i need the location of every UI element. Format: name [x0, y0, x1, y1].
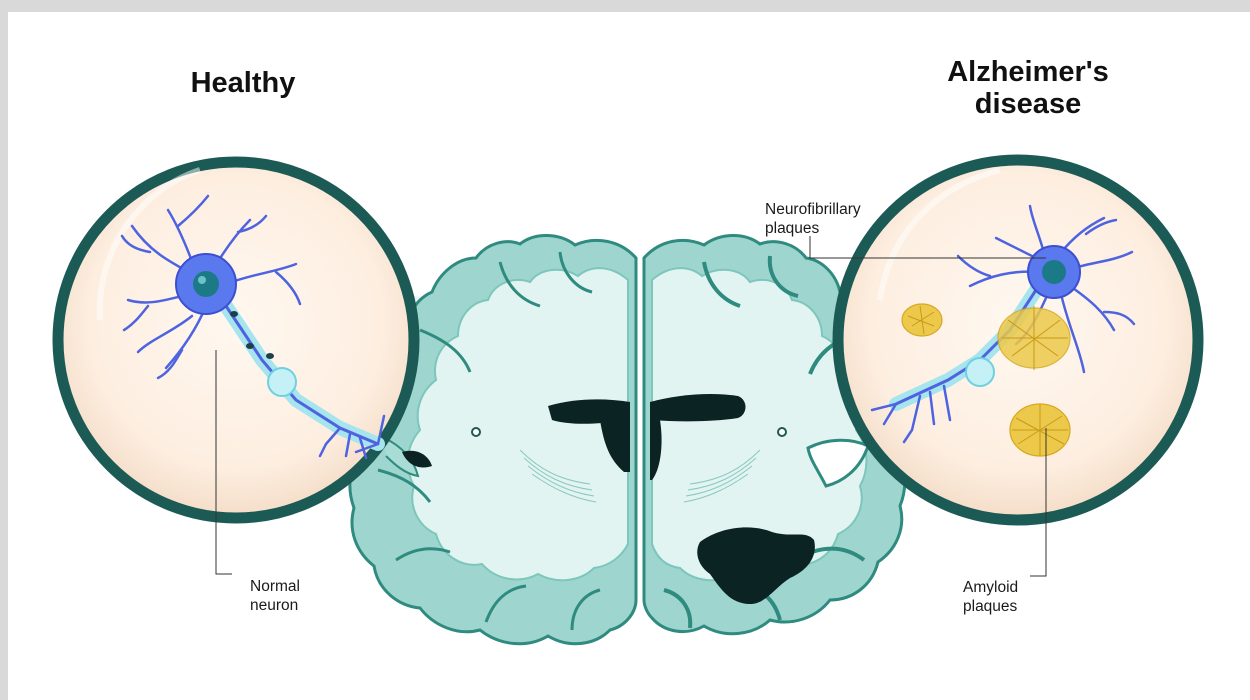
- normal-neuron-label-line-1: Normal: [250, 577, 300, 596]
- magnify-point-left: [472, 428, 480, 436]
- healthy-title: Healthy: [188, 67, 298, 99]
- normal-neuron-label: Normal neuron: [250, 577, 300, 615]
- neurofibrillary-label: Neurofibrillary plaques: [765, 200, 861, 238]
- amyloid-plaques-label: Amyloid plaques: [963, 578, 1018, 616]
- alzheimers-title-line-2: disease: [908, 88, 1148, 120]
- healthy-neuron-nucleus: [193, 271, 219, 297]
- alzheimers-title: Alzheimer's disease: [908, 56, 1148, 120]
- alzheimers-title-line-1: Alzheimer's: [908, 56, 1148, 88]
- normal-neuron-label-line-2: neuron: [250, 596, 300, 615]
- alzheimers-neuron-nucleus: [1042, 260, 1066, 284]
- healthy-lens: [58, 162, 414, 518]
- amyloid-plaques-label-line-1: Amyloid: [963, 578, 1018, 597]
- alzheimers-lens: [838, 160, 1198, 520]
- neurofibrillary-label-line-2: plaques: [765, 219, 861, 238]
- diagram-canvas: Healthy Alzheimer's disease Normal neuro…: [8, 12, 1250, 700]
- magnify-point-right: [778, 428, 786, 436]
- neurofibrillary-label-line-1: Neurofibrillary: [765, 200, 861, 219]
- amyloid-plaques-label-line-2: plaques: [963, 597, 1018, 616]
